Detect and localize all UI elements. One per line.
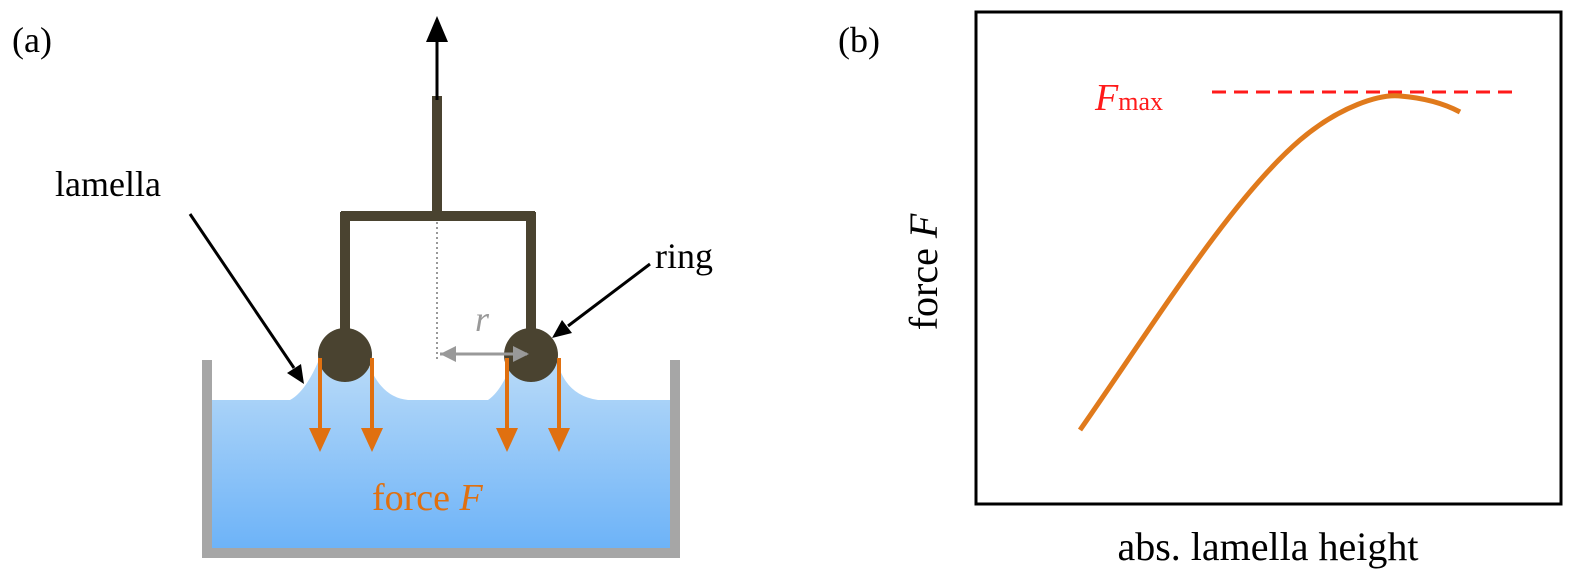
- radius-label: r: [475, 299, 490, 339]
- panel-b: (b) Fmax force F abs. lamella height: [838, 10, 1563, 569]
- water: [212, 352, 670, 548]
- force-curve: [1077, 93, 1462, 432]
- lamella-pointer: [188, 213, 304, 384]
- y-axis-label: force F: [901, 213, 946, 330]
- ring-holder: [318, 96, 558, 382]
- ring-pointer: [552, 262, 651, 338]
- force-arrow: [496, 358, 518, 452]
- force-arrow: [548, 358, 570, 452]
- force-arrow: [309, 358, 331, 452]
- plot-frame: [974, 10, 1563, 506]
- water-container: [202, 352, 680, 558]
- lamella-label: lamella: [55, 164, 161, 204]
- pull-arrow: [426, 16, 448, 100]
- force-arrows: [309, 358, 570, 452]
- ring-right-cross-section: [504, 328, 558, 382]
- force-label: force F: [372, 477, 484, 519]
- container-wall: [202, 360, 680, 558]
- radius-arrow: [440, 346, 529, 362]
- force-arrow: [361, 358, 383, 452]
- ring-left-cross-section: [318, 328, 372, 382]
- panel-b-label: (b): [838, 20, 880, 60]
- ring-label: ring: [655, 236, 713, 276]
- fmax-label: Fmax: [1094, 77, 1163, 119]
- x-axis-label: abs. lamella height: [1117, 524, 1418, 569]
- pull-arrow-head: [426, 16, 448, 42]
- panel-a: (a) r: [12, 16, 713, 558]
- panel-a-label: (a): [12, 20, 52, 60]
